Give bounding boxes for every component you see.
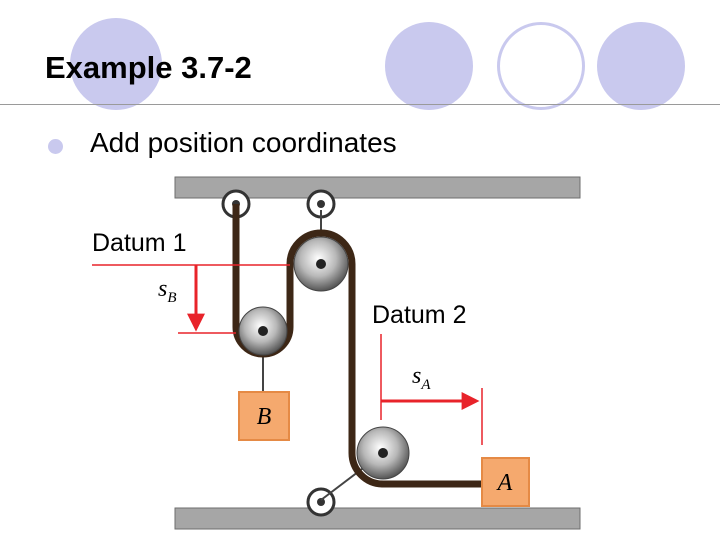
bullet-dot-icon	[48, 139, 63, 154]
top-right-hook	[306, 189, 336, 219]
decorative-ring	[497, 22, 585, 110]
datum-1-label: Datum 1	[92, 229, 186, 257]
upper-pulley	[293, 236, 349, 292]
title-divider	[0, 104, 720, 105]
middle-pulley	[238, 306, 288, 356]
block-b-label: B	[257, 404, 272, 430]
block-a	[481, 457, 530, 507]
datum-2-label: Datum 2	[372, 301, 466, 329]
decorative-circle	[70, 18, 162, 110]
sa-subscript: A	[420, 377, 431, 393]
lower-pulley	[356, 426, 410, 480]
bottom-support-beam	[174, 507, 581, 530]
sa-label: sA	[412, 363, 431, 393]
block-b	[238, 391, 290, 441]
top-support-beam	[174, 176, 581, 199]
slide-title: Example 3.7-2	[45, 50, 252, 85]
decorative-circle	[385, 22, 473, 110]
sb-label: sB	[158, 276, 177, 306]
block-a-label: A	[496, 470, 513, 496]
decorative-circle	[597, 22, 685, 110]
bullet-text: Add position coordinates	[90, 127, 397, 158]
sb-subscript: B	[167, 290, 176, 306]
